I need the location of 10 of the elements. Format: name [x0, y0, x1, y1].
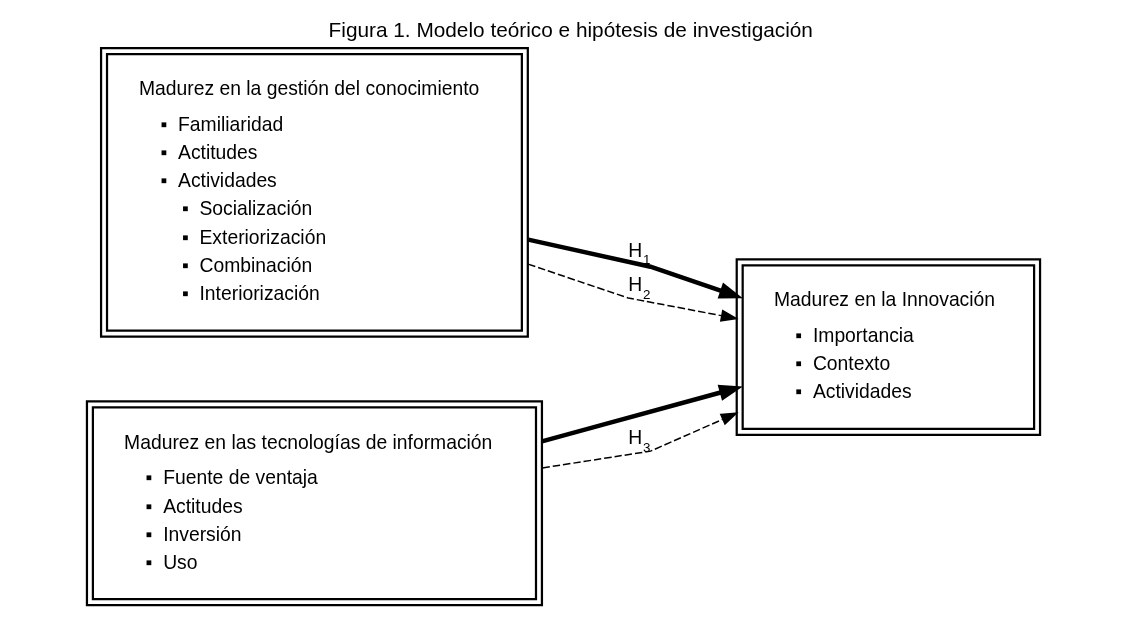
- node-box: Madurez en la gestión del conocimiento ▪ Familiaridad ▪ Actitudes ▪ Actividades ▪ Socialización ▪ Exteriorización ▪ Combinación ▪ Interiorización: [99, 47, 529, 338]
- diagram-title: Figura 1. Modelo teórico e hipótesis de investigación: [328, 17, 813, 41]
- arrow: [527, 263, 739, 322]
- node-box: Madurez en la Innovación ▪ Importancia ▪ Contexto ▪ Actividades: [735, 258, 1042, 436]
- arrow: [541, 384, 743, 444]
- arrow: [527, 237, 743, 299]
- arrow: [541, 412, 739, 469]
- edge-label: H$_{1}$: [628, 239, 651, 268]
- node-box: Madurez en las tecnologías de información ▪ Fuente de ventaja ▪ Actitudes ▪ Inversión ▪ Uso: [85, 400, 544, 607]
- edge-label: H$_{2}$: [628, 274, 651, 302]
